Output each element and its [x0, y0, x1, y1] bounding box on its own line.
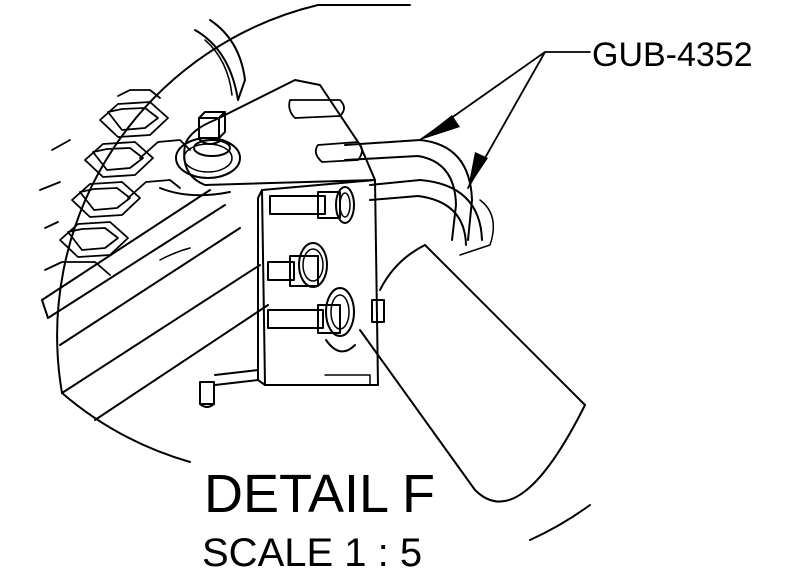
- top-rail: [194, 19, 246, 101]
- pipe: [359, 199, 586, 503]
- mounting-tab-plate: [159, 79, 376, 197]
- detail-scale: SCALE 1 : 5: [202, 531, 422, 575]
- grating-frame-channel: [41, 189, 269, 421]
- bracket-bolts: [199, 186, 385, 408]
- leader-arrowhead-2: [468, 152, 488, 188]
- leader-arrowhead-1: [420, 115, 460, 140]
- detail-title: DETAIL F: [204, 464, 435, 524]
- detail-boundary-arc: [56, 4, 411, 463]
- detail-boundary-right: [529, 504, 591, 541]
- expanded-metal-mesh: [39, 89, 191, 276]
- part-number-label: GUB-4352: [592, 36, 753, 74]
- vertical-bracket-plate: [214, 179, 379, 386]
- tab-bolt-nut: [193, 111, 231, 157]
- u-bolt-clamp: [344, 139, 483, 246]
- leader-lines: [419, 51, 591, 189]
